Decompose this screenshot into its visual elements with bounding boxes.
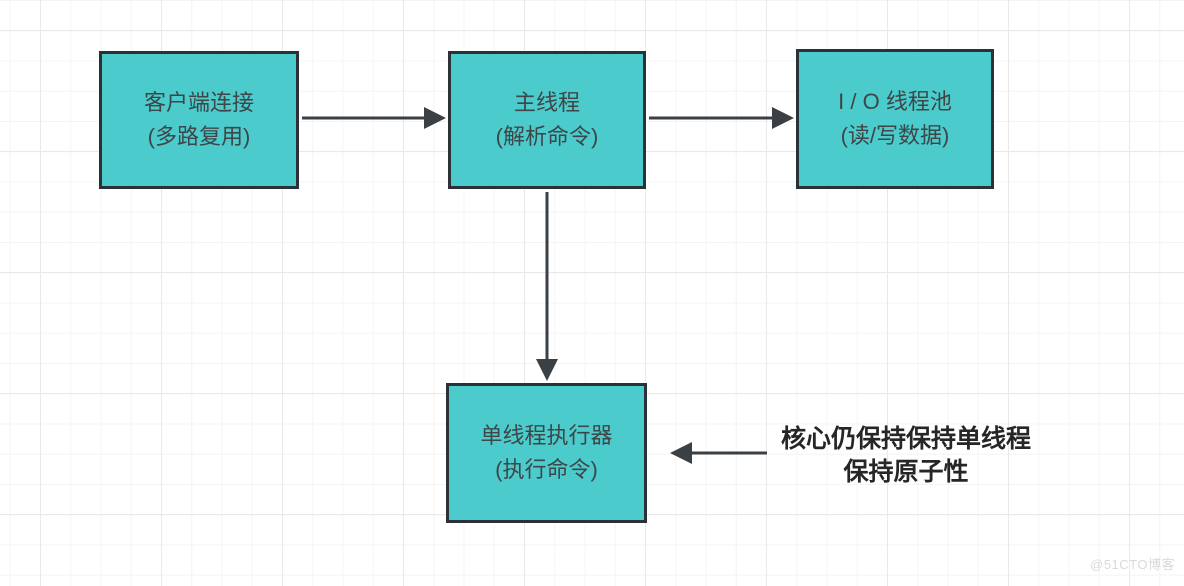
arrow-annotation-to-executor [670,442,767,464]
watermark-51cto: @51CTO博客 [1090,557,1175,572]
arrow-main-to-executor [536,192,558,381]
arrow-main-to-io [649,107,794,129]
annotation-line2: 保持原子性 [843,458,969,486]
node-client-connection-line1: 客户端连接 [143,90,254,115]
node-main-thread-line1: 主线程 [513,90,580,115]
node-main-thread-line2: (解析命令) [495,124,599,149]
node-single-thread-executor-line2: (执行命令) [495,457,598,482]
node-main-thread: 主线程 (解析命令) [448,51,646,189]
node-io-thread-pool: I / O 线程池 (读/写数据) [796,49,994,189]
node-io-thread-pool-line1: I / O 线程池 [838,89,952,114]
annotation-core-single-thread: 核心仍保持保持单线程 保持原子性 [765,423,1047,489]
arrow-client-to-main [302,107,446,129]
node-client-connection-line2: (多路复用) [147,124,251,149]
node-io-thread-pool-line2: (读/写数据) [840,123,950,148]
annotation-line1: 核心仍保持保持单线程 [780,425,1031,453]
node-client-connection: 客户端连接 (多路复用) [99,51,299,189]
node-single-thread-executor-line1: 单线程执行器 [480,423,613,448]
node-single-thread-executor: 单线程执行器 (执行命令) [446,383,647,523]
